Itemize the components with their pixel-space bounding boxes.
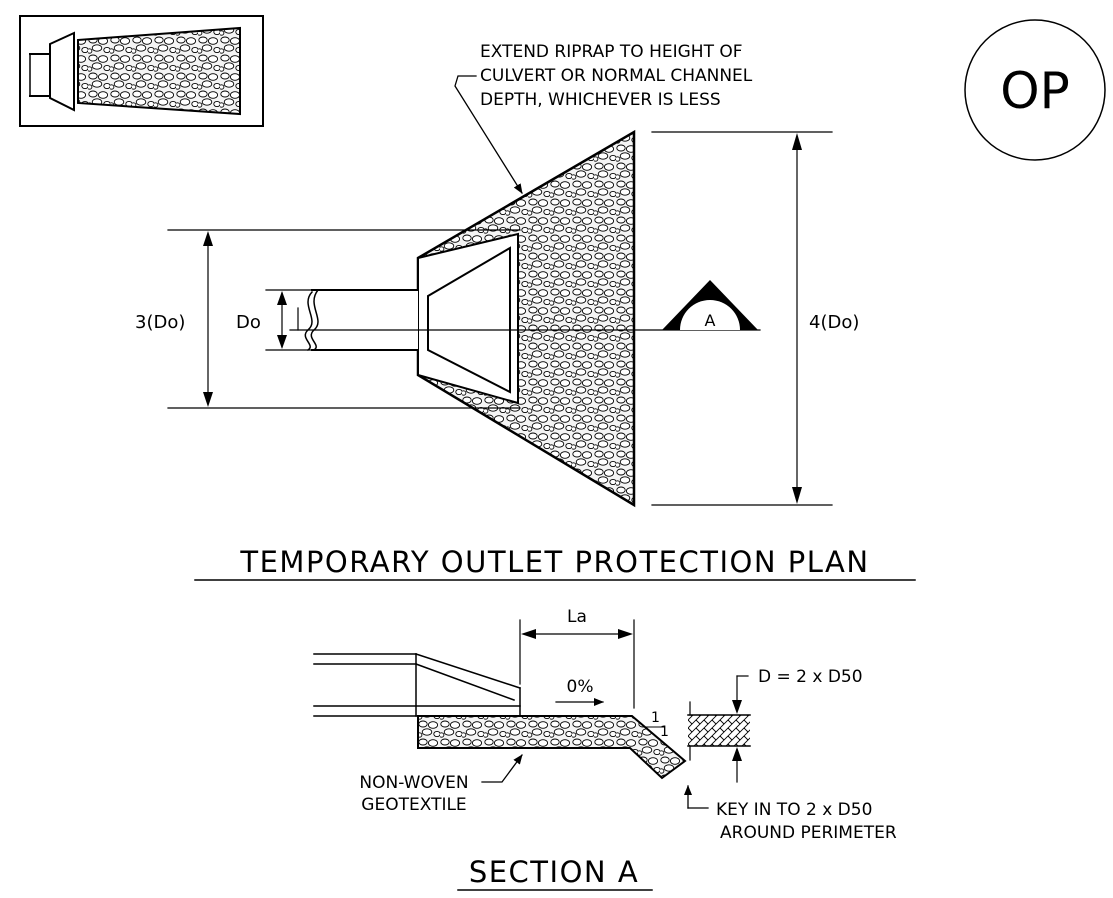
plan-title: TEMPORARY OUTLET PROTECTION PLAN — [239, 545, 869, 579]
badge-code: OP — [1000, 62, 1070, 120]
side-slope-top: 1 — [651, 710, 660, 726]
depth-formula: D = 2 x D50 — [758, 667, 863, 687]
dim-pipe-label: Do — [236, 312, 261, 333]
key-line-1: KEY IN TO 2 x D50 — [716, 800, 872, 820]
section-title: SECTION A — [469, 855, 639, 889]
plan-view: 3(Do) Do 4(Do) A EXTEND RIPRAP TO HEIGHT… — [135, 42, 916, 581]
section-view: La 0% 1 1 D = 2 x D50 NON-WOVEN GEOTEXTI… — [313, 607, 897, 891]
thumbnail-key — [19, 15, 264, 127]
riprap-note: EXTEND RIPRAP TO HEIGHT OF CULVERT OR NO… — [454, 42, 753, 194]
dim-left-label: 3(Do) — [135, 312, 185, 333]
geotextile-line-2: GEOTEXTILE — [361, 795, 466, 815]
key-line-2: AROUND PERIMETER — [720, 823, 897, 843]
section-marker: A — [662, 280, 758, 330]
section-riprap — [417, 715, 687, 780]
note-line-2: CULVERT OR NORMAL CHANNEL — [480, 66, 753, 86]
dim-length-label: La — [567, 607, 587, 627]
section-marker-label: A — [705, 311, 716, 330]
note-line-3: DEPTH, WHICHEVER IS LESS — [480, 90, 721, 110]
geotextile-line-1: NON-WOVEN — [359, 773, 468, 793]
badge: OP — [964, 19, 1106, 161]
dim-right-label: 4(Do) — [809, 312, 859, 333]
ground-hatch — [688, 715, 750, 746]
note-line-1: EXTEND RIPRAP TO HEIGHT OF — [480, 42, 743, 62]
side-slope-side: 1 — [660, 724, 669, 740]
slope-label: 0% — [567, 677, 594, 697]
